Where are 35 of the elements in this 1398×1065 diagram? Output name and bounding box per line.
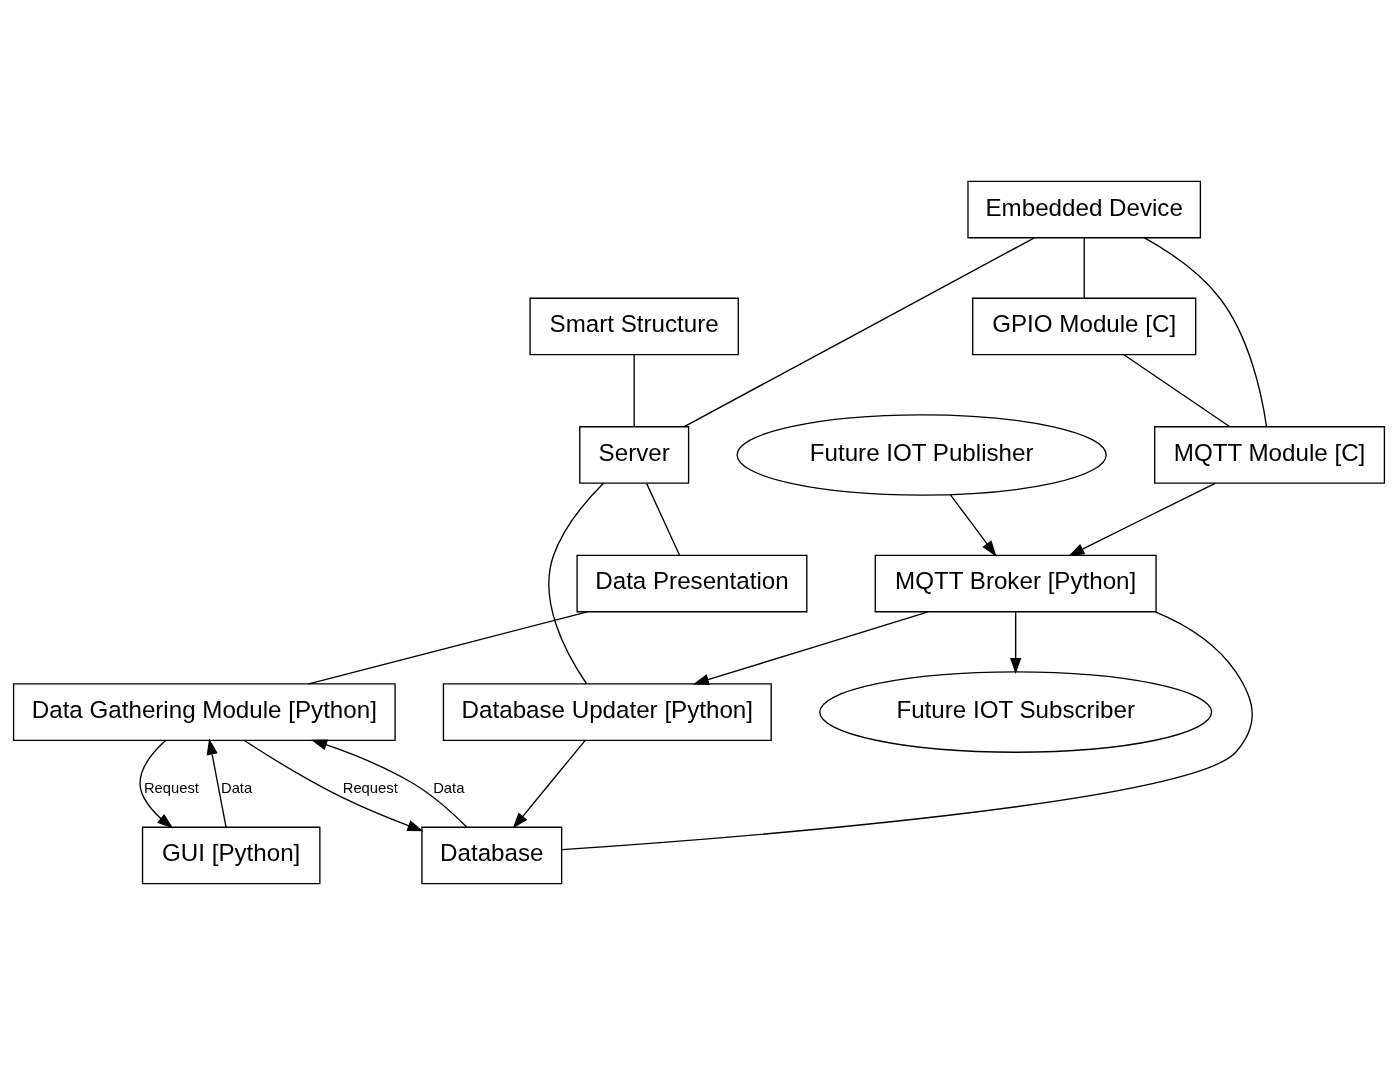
connector	[683, 237, 1035, 428]
arrow	[949, 493, 997, 557]
node-box: Data Gathering Module [Python]	[12, 683, 396, 741]
connector	[548, 482, 605, 685]
edge-label: Request	[143, 780, 199, 797]
edge-label: Request	[342, 780, 398, 797]
connector	[1143, 237, 1268, 427]
node-box: Database Updater [Python]	[442, 683, 772, 741]
arrow	[311, 739, 468, 828]
connector	[561, 611, 1253, 851]
node-box: GUI [Python]	[141, 826, 321, 885]
connector	[308, 611, 588, 685]
node-box: MQTT Broker [Python]	[874, 554, 1157, 613]
arrow	[1010, 611, 1022, 675]
node-box: Smart Structure	[529, 297, 739, 356]
connector	[633, 354, 635, 428]
node-box: Data Presentation	[576, 554, 808, 613]
node-ellipse: Future IOT Subscriber	[819, 671, 1213, 753]
arrow	[1068, 482, 1216, 557]
edge-label: Data	[220, 780, 253, 797]
arrow	[139, 739, 174, 829]
arrow	[512, 739, 586, 829]
node-box: GPIO Module [C]	[972, 297, 1197, 356]
arrow	[243, 739, 424, 832]
connector	[1083, 237, 1085, 299]
node-box: Embedded Device	[967, 180, 1202, 239]
node-ellipse: Future IOT Publisher	[736, 414, 1107, 496]
edge-label: Data	[433, 780, 465, 797]
arrow	[206, 738, 227, 828]
node-box: MQTT Module [C]	[1154, 426, 1386, 484]
node-box: Database	[421, 826, 563, 885]
connector	[646, 482, 681, 556]
connector	[1123, 354, 1231, 428]
arrow	[692, 611, 929, 686]
node-box: Server	[579, 426, 690, 484]
